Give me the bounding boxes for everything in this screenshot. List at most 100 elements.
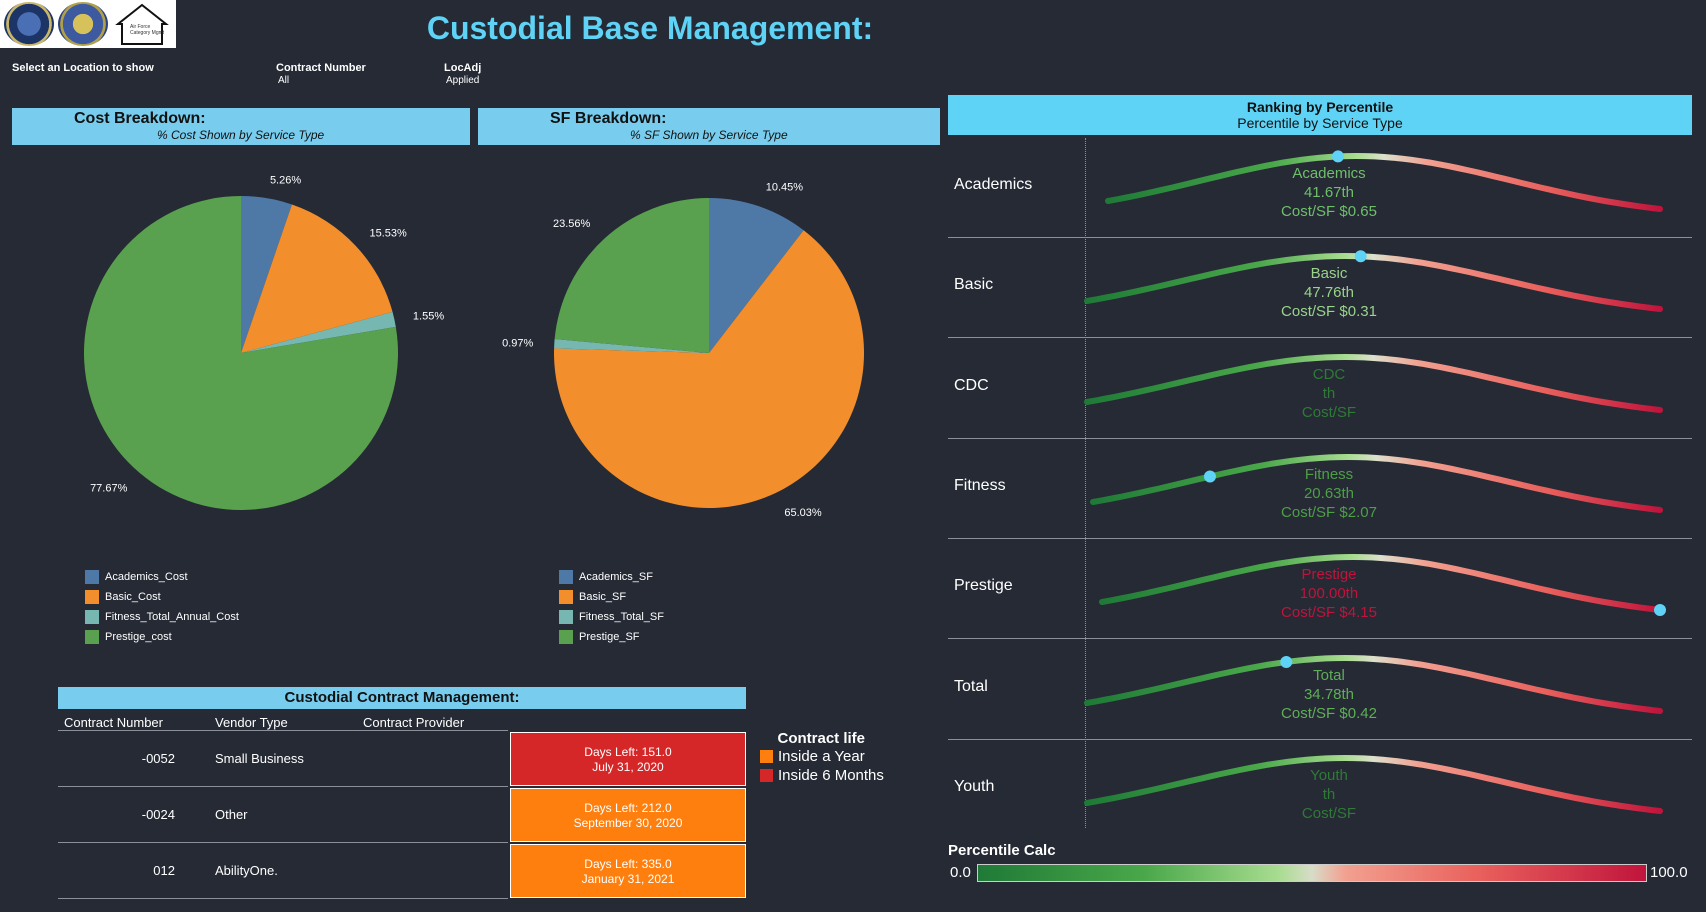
svg-text:Category Mgmt: Category Mgmt [130, 30, 165, 36]
ranking-annotation-line: Cost/SF $0.65 [1281, 203, 1377, 220]
pie-slice-prestige_cost[interactable] [83, 196, 398, 510]
contract-number-filter-value[interactable]: All [278, 75, 290, 86]
percentile-marker[interactable] [1332, 150, 1345, 163]
legend-swatch-icon [85, 590, 99, 604]
percentile-marker[interactable] [1654, 604, 1666, 617]
contract-life-legend: Contract life Inside a Year Inside 6 Mon… [760, 730, 900, 784]
sf-breakdown-subtitle: % SF Shown by Service Type [630, 128, 788, 142]
ranking-annotation-line: 41.67th [1303, 184, 1355, 201]
contract-provider-column-header[interactable]: Contract Provider [363, 715, 465, 730]
days-left-text: Days Left: 335.0 [584, 857, 672, 871]
pie-data-label: 77.67% [90, 482, 128, 494]
contract-management-title: Custodial Contract Management: [284, 689, 520, 706]
percentile-marker[interactable] [1280, 655, 1293, 668]
percentile-curve [1090, 453, 1663, 513]
contract-number-column-header[interactable]: Contract Number [64, 715, 163, 730]
ranking-annotation-line: Youth [1310, 766, 1348, 784]
pie-data-label: 23.56% [553, 218, 591, 230]
legend-item[interactable]: Fitness_Total_Annual_Cost [85, 607, 239, 627]
ranking-row-divider [948, 237, 1692, 238]
days-left-text: Days Left: 151.0 [584, 745, 672, 759]
location-filter-label[interactable]: Select an Location to show [12, 62, 154, 74]
ranking-annotation-line: th [1322, 785, 1336, 803]
legend-item[interactable]: Academics_SF [559, 567, 664, 587]
percentile-calc-title: Percentile Calc [948, 842, 1056, 859]
legend-item[interactable]: Prestige_SF [559, 627, 664, 647]
legend-item[interactable]: Basic_Cost [85, 587, 239, 607]
contract-life-title: Contract life [777, 730, 865, 747]
percentile-marker[interactable] [1354, 250, 1367, 263]
vendor-type-column-header[interactable]: Vendor Type [215, 715, 288, 730]
ranking-annotation-line: Prestige [1301, 566, 1357, 584]
pie-data-label: 0.97% [502, 337, 533, 349]
contract-number-cell: 012 [153, 863, 175, 878]
contract-management-header: Custodial Contract Management: [58, 687, 746, 709]
legend-label: Academics_SF [579, 571, 653, 583]
percentile-curve [1084, 754, 1663, 814]
ranking-row-divider [948, 638, 1692, 640]
contract-row-divider [58, 786, 508, 787]
ranking-annotation-line: Cost/SF $0.31 [1281, 303, 1377, 321]
ranking-row-label: CDC [954, 376, 989, 394]
contract-number-filter-label[interactable]: Contract Number [276, 62, 366, 74]
ranking-row-divider [948, 537, 1692, 539]
percentile-marker[interactable] [1203, 470, 1216, 483]
legend-swatch-icon [559, 610, 573, 624]
contract-life-item-6-months: Inside 6 Months [760, 767, 900, 784]
ranking-annotation-line: Academics [1292, 165, 1366, 182]
legend-label: Fitness_Total_SF [579, 611, 664, 623]
ranking-annotation-line: 34.78th [1303, 685, 1355, 703]
cost-breakdown-title: Cost Breakdown: [74, 110, 206, 127]
pie-slice-fitness_total_sf[interactable] [554, 338, 709, 353]
pie-slice-basic_sf[interactable] [553, 230, 864, 508]
contract-life-item-year: Inside a Year [760, 748, 900, 765]
pie-data-label: 1.55% [413, 310, 444, 322]
ranking-row-label: Fitness [954, 476, 1006, 494]
legend-label: Fitness_Total_Annual_Cost [105, 611, 239, 623]
pie-data-label: 65.03% [784, 507, 822, 519]
legend-item[interactable]: Academics_Cost [85, 567, 239, 587]
pie-slice-prestige_sf[interactable] [554, 197, 709, 353]
ranking-annotation-line: Fitness [1304, 465, 1354, 483]
percentile-scale-min: 0.0 [950, 864, 971, 881]
legend-label: Basic_Cost [105, 591, 161, 603]
locadj-filter-label[interactable]: LocAdj [444, 62, 482, 74]
pie-slice-fitness_total_annual_cost[interactable] [241, 311, 396, 353]
ranking-annotation-line: Basic [1310, 265, 1348, 283]
legend-item[interactable]: Prestige_cost [85, 627, 239, 647]
sf-breakdown-header: SF Breakdown: % SF Shown by Service Type [478, 108, 940, 145]
contract-end-date: January 31, 2021 [581, 872, 675, 886]
legend-label: Basic_SF [579, 591, 627, 603]
contract-row-divider [58, 898, 508, 899]
ranking-row-label: Prestige [954, 577, 1013, 595]
svg-text:Air Force: Air Force [130, 24, 151, 30]
percentile-curve [1084, 250, 1663, 313]
air-force-seal-logo [4, 2, 54, 46]
pie-slice-academics_sf[interactable] [709, 198, 804, 353]
ranking-annotation-line: Total [1313, 666, 1345, 684]
ranking-row-label: Basic [954, 276, 994, 294]
ranking-annotation-line: 20.63th [1303, 484, 1355, 502]
sf-legend: Academics_SF Basic_SF Fitness_Total_SF Pres… [559, 567, 664, 647]
locadj-filter-value[interactable]: Applied [446, 75, 480, 86]
pie-slice-academics_cost[interactable] [241, 196, 292, 353]
legend-item[interactable]: Basic_SF [559, 587, 664, 607]
ranking-header: Ranking by Percentile Percentile by Serv… [948, 95, 1692, 135]
legend-label: Prestige_cost [105, 631, 172, 643]
pie-slice-basic_cost[interactable] [241, 204, 393, 353]
ranking-annotation-line: CDC [1312, 365, 1346, 383]
vendor-type-cell: AbilityOne. [215, 863, 278, 878]
legend-item[interactable]: Fitness_Total_SF [559, 607, 664, 627]
